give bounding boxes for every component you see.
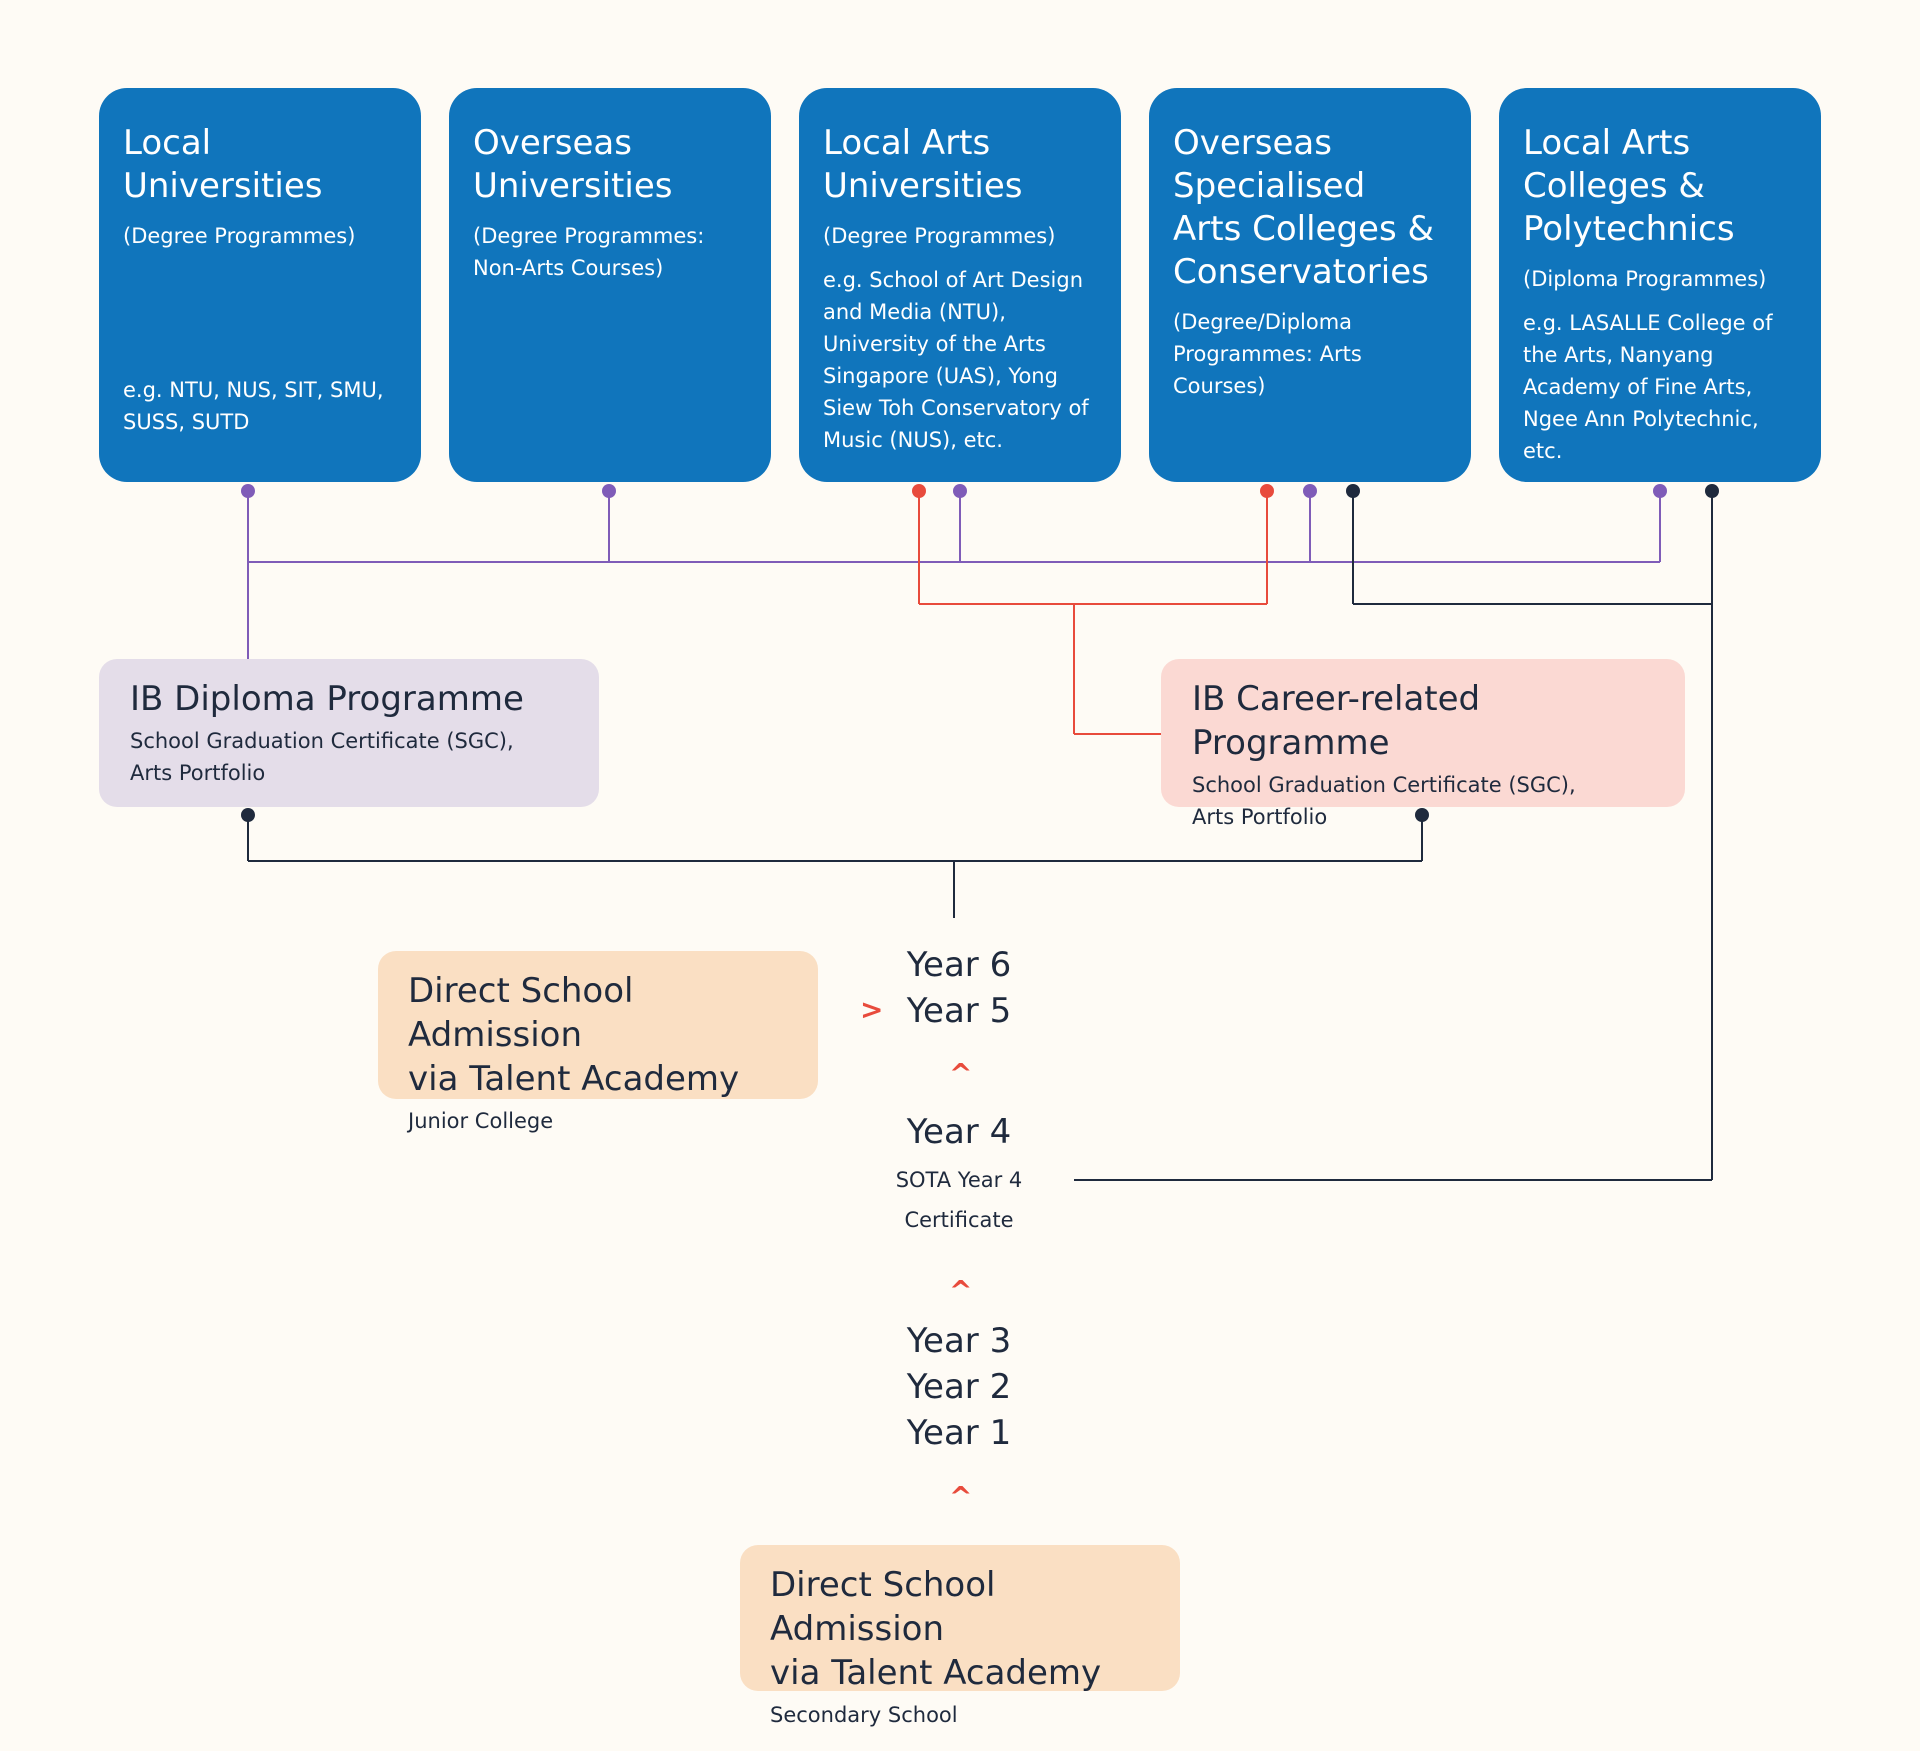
programme-title: IB Diploma Programme	[130, 679, 524, 719]
year-1-label: Year 1	[906, 1413, 1012, 1453]
destination-overseas-arts-colleges: Overseas Specialised Arts Colleges & Con…	[1149, 88, 1471, 482]
year-4-certificate: SOTA Year 4 Certificate	[895, 1168, 1023, 1232]
year-4-label: Year 4	[906, 1112, 1012, 1152]
dsa-secondary-school-box: Direct School Admission via Talent Acade…	[740, 1545, 1180, 1727]
dsa-title: Direct School Admission via Talent Acade…	[408, 971, 740, 1099]
destination-title: Overseas Specialised Arts Colleges & Con…	[1173, 123, 1434, 292]
chevron-right-icon: >	[860, 993, 884, 1026]
year-3-label: Year 3	[906, 1321, 1012, 1361]
year-6-label: Year 6	[906, 945, 1012, 985]
ib-diploma-programme-box: IB Diploma Programme School Graduation C…	[99, 659, 599, 807]
destination-title: Local Universities	[123, 123, 323, 206]
purple-connectors	[247, 491, 1661, 660]
destination-local-arts-colleges-polytechnics: Local Arts Colleges & Polytechnics (Dipl…	[1499, 88, 1821, 482]
destination-subtitle: (Diploma Programmes)	[1523, 267, 1767, 291]
chevron-up-icon: ^	[949, 1057, 973, 1090]
destination-examples: e.g. NTU, NUS, SIT, SMU, SUSS, SUTD	[123, 378, 384, 434]
programme-subtitle: School Graduation Certificate (SGC), Art…	[130, 729, 514, 785]
dsa-subtitle: Junior College	[408, 1109, 554, 1133]
destination-subtitle: (Degree Programmes: Non-Arts Courses)	[473, 224, 705, 280]
navy-connectors	[247, 491, 1713, 1181]
purple-connector-dots	[241, 484, 1667, 498]
year-2-label: Year 2	[906, 1367, 1012, 1407]
red-connectors	[918, 491, 1268, 735]
destination-subtitle: (Degree Programmes)	[823, 224, 1056, 248]
dsa-title: Direct School Admission via Talent Acade…	[770, 1565, 1102, 1693]
ib-career-related-programme-box: IB Career-related Programme School Gradu…	[1161, 659, 1685, 829]
chevron-up-icon: ^	[949, 1480, 973, 1513]
destination-title: Local Arts Colleges & Polytechnics	[1523, 123, 1735, 249]
chevron-up-icon: ^	[949, 1274, 973, 1307]
destination-examples: e.g. School of Art Design and Media (NTU…	[823, 268, 1089, 452]
dsa-subtitle: Secondary School	[770, 1703, 958, 1727]
destination-local-arts-universities: Local Arts Universities (Degree Programm…	[799, 88, 1121, 482]
destination-title: Local Arts Universities	[823, 123, 1023, 206]
navy-connector-dots	[241, 484, 1719, 822]
year-5-label: Year 5	[906, 991, 1012, 1031]
destination-local-universities: Local Universities (Degree Programmes) e…	[99, 88, 421, 482]
programme-subtitle: School Graduation Certificate (SGC), Art…	[1192, 773, 1576, 829]
destination-title: Overseas Universities	[473, 123, 673, 206]
destination-subtitle: (Degree Programmes)	[123, 224, 356, 248]
red-connector-dots	[912, 484, 1274, 498]
dsa-junior-college-box: Direct School Admission via Talent Acade…	[378, 951, 818, 1133]
destination-overseas-universities: Overseas Universities (Degree Programmes…	[449, 88, 771, 482]
programme-title: IB Career-related Programme	[1192, 679, 1481, 763]
destination-examples: e.g. LASALLE College of the Arts, Nanyan…	[1523, 311, 1773, 463]
destination-subtitle: (Degree/Diploma Programmes: Arts Courses…	[1173, 310, 1362, 398]
